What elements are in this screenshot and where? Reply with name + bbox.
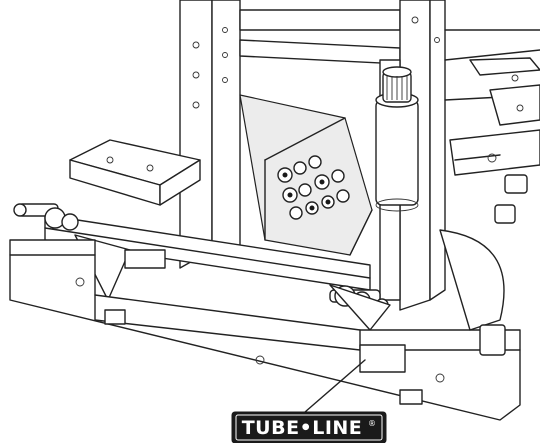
left-bracket bbox=[69, 139, 201, 206]
decal-trademark-symbol: ® bbox=[368, 419, 376, 428]
hopper-chute bbox=[239, 94, 373, 256]
cylinder bbox=[375, 66, 419, 212]
fitting-cluster bbox=[277, 155, 350, 220]
right-roller bbox=[439, 174, 528, 356]
tube-line-decal: TUBE•LINE ® bbox=[231, 411, 387, 443]
decal-location bbox=[304, 344, 406, 413]
decal-brand-text: TUBE•LINE bbox=[242, 417, 363, 439]
base-rail bbox=[9, 239, 521, 421]
